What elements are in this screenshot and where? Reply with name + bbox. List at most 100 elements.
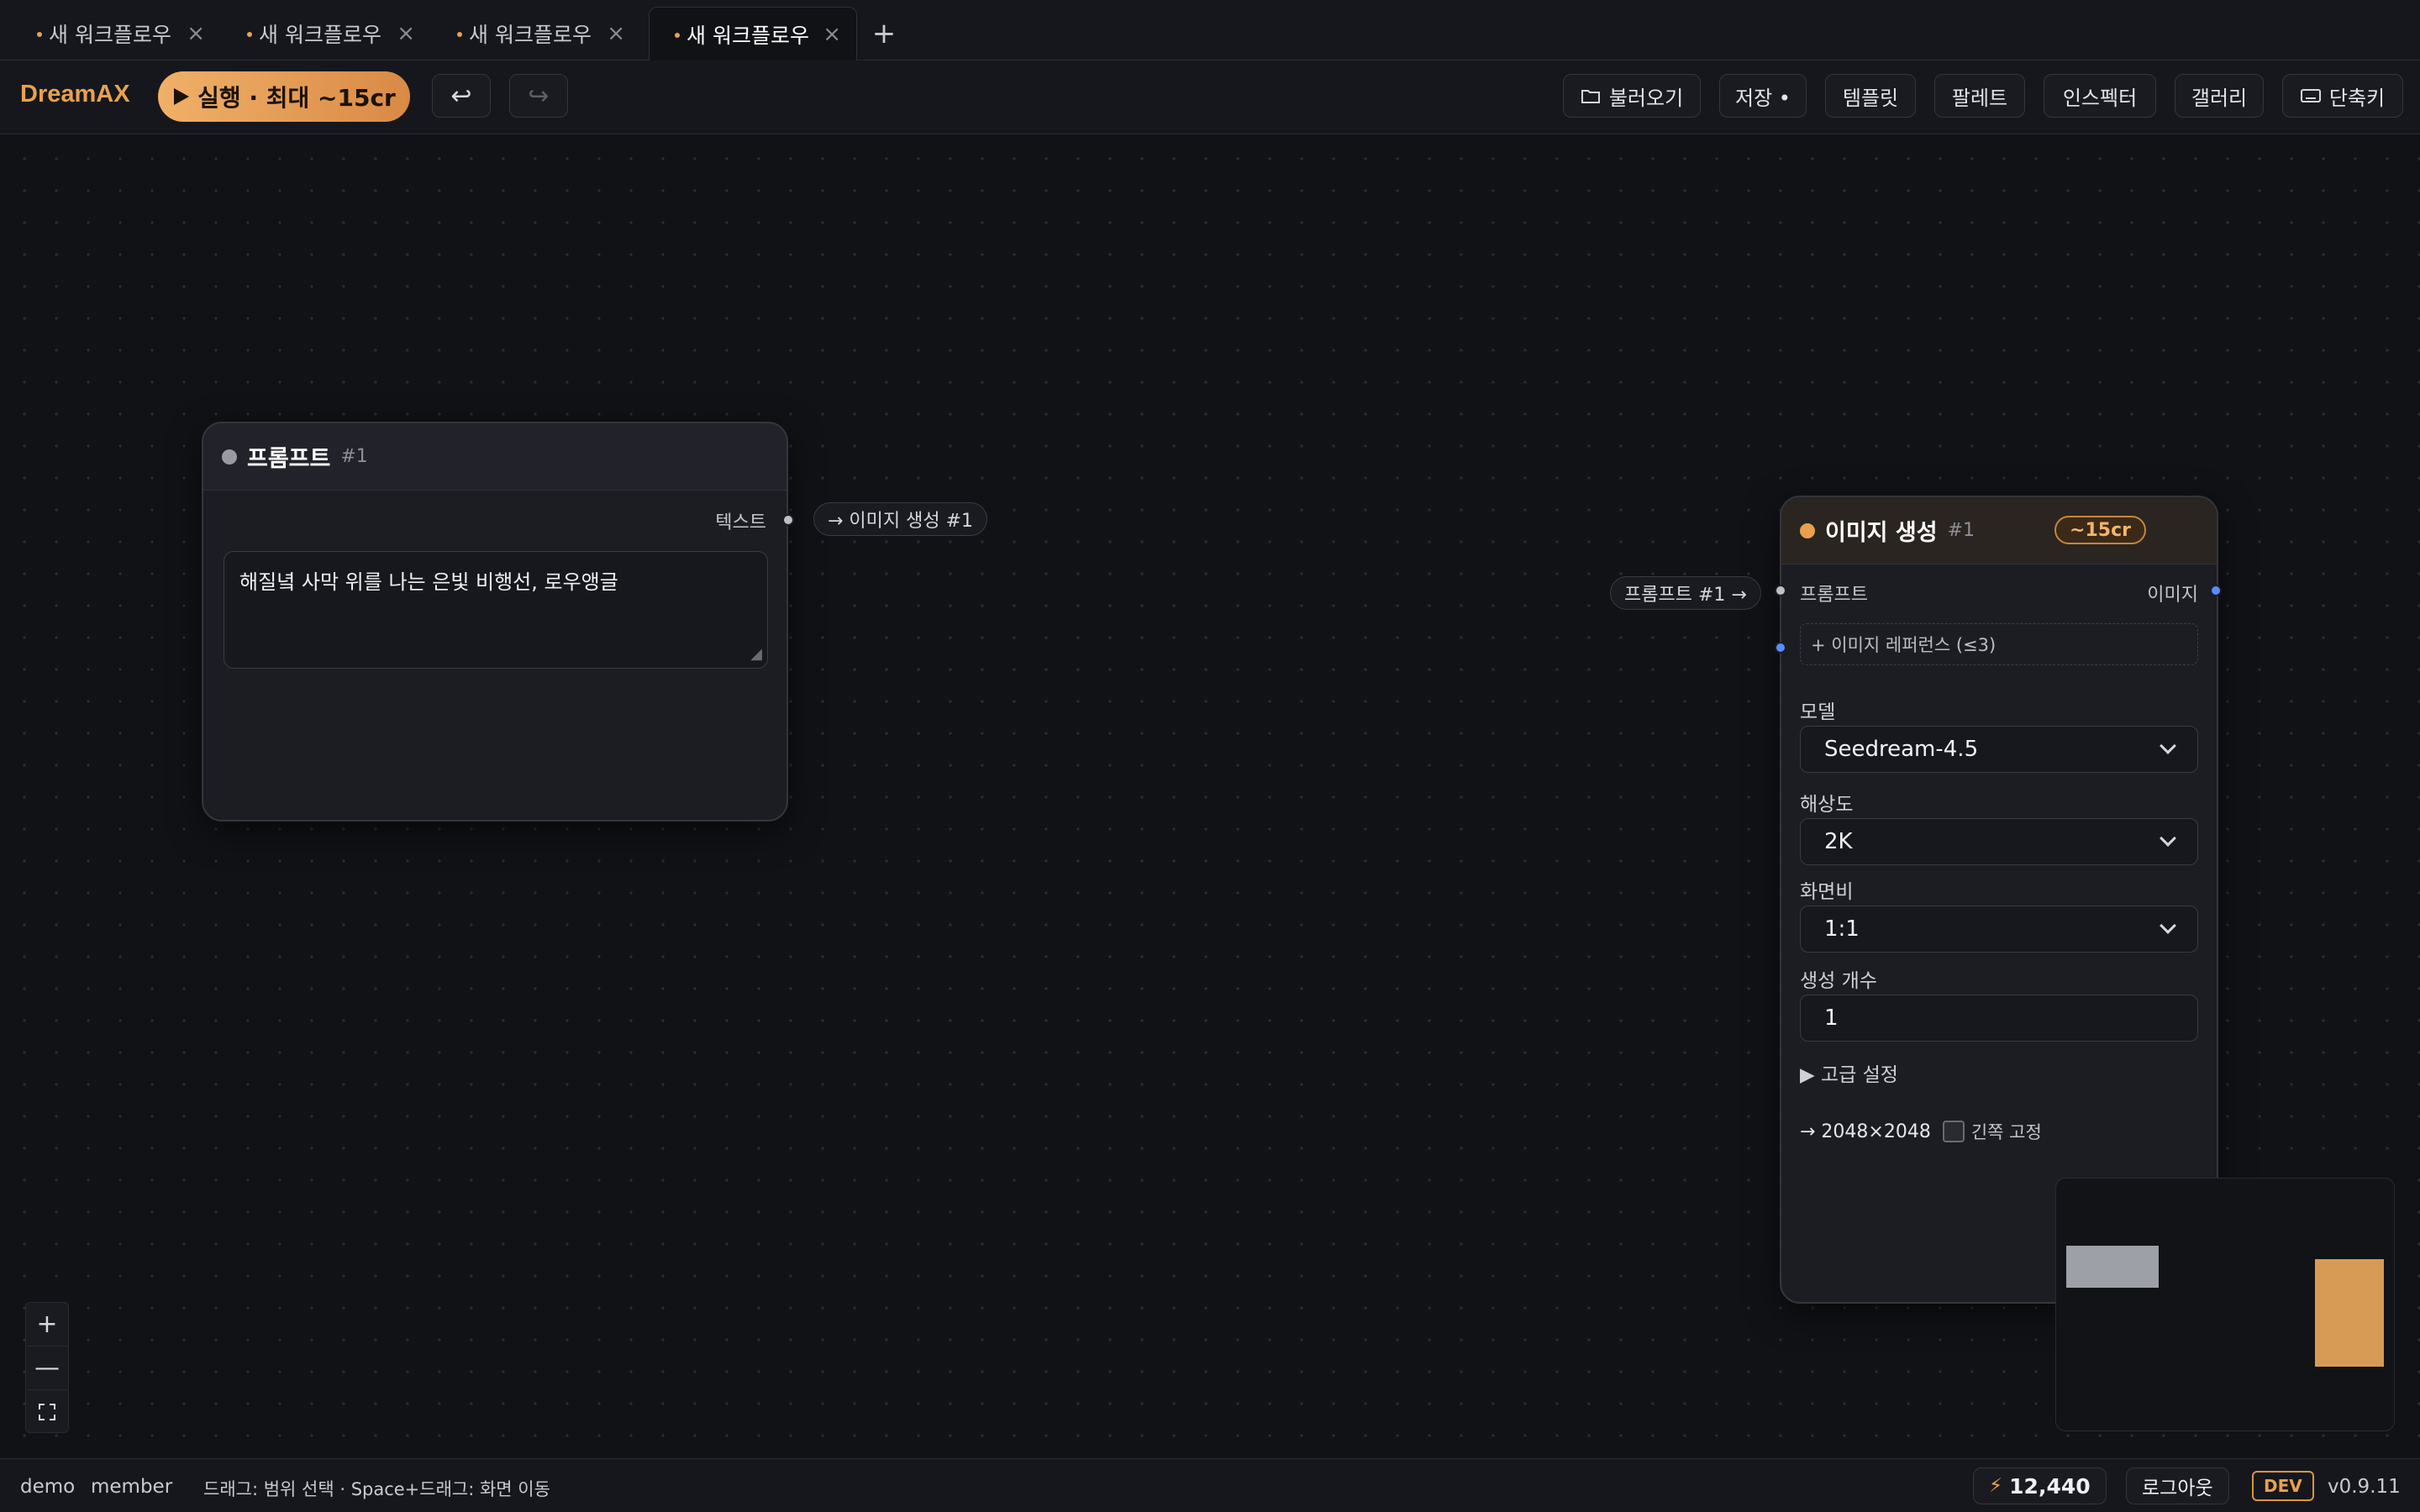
prompt-node-header[interactable]: 프롬프트 #1 <box>203 423 786 491</box>
run-button[interactable]: 실행 · 최대 ~15cr <box>158 71 410 122</box>
undo-button[interactable]: ↩ <box>432 74 491 118</box>
status-dot <box>1800 522 1815 538</box>
tab-workflow-3[interactable]: 새 워크플로우 × <box>432 7 640 60</box>
input-port-label: 프롬프트 <box>1800 585 1868 606</box>
palette-button[interactable]: 팔레트 <box>1934 74 2025 118</box>
new-tab-button[interactable]: + <box>871 17 897 50</box>
model-label: 모델 <box>1800 701 1836 723</box>
run-button-label: 실행 · 최대 ~15cr <box>197 84 396 112</box>
model-select[interactable]: Seedream-4.5 <box>1800 726 2198 773</box>
connection-chip[interactable]: → 이미지 생성 #1 <box>813 502 988 536</box>
undo-icon: ↩ <box>450 81 472 111</box>
username: demo <box>20 1476 76 1498</box>
cost-badge: ~15cr <box>2054 516 2146 544</box>
user-role: member <box>91 1476 173 1498</box>
zoom-out-button[interactable]: — <box>26 1347 68 1390</box>
prompt-text: 해질녘 사막 위를 나는 은빛 비행선, 로우앵글 <box>239 570 618 594</box>
node-id: #1 <box>1947 520 1975 541</box>
shortcuts-button[interactable]: 단축키 <box>2282 74 2403 118</box>
lock-long-side-label: 긴쪽 고정 <box>1970 1122 2042 1142</box>
fit-view-icon <box>39 1404 55 1420</box>
output-size-row: → 2048×2048 긴쪽 고정 <box>1800 1119 2042 1144</box>
prompt-node[interactable]: 프롬프트 #1 텍스트 해질녘 사막 위를 나는 은빛 비행선, 로우앵글 ◢ <box>202 422 794 822</box>
gallery-button[interactable]: 갤러리 <box>2175 74 2264 118</box>
aspect-ratio-value: 1:1 <box>1824 916 1860 942</box>
zoom-controls: + — <box>25 1302 69 1433</box>
tab-label: 새 워크플로우 <box>687 23 809 48</box>
unsaved-dot <box>457 32 462 37</box>
tab-label: 새 워크플로우 <box>469 23 592 47</box>
save-label: 저장 • <box>1735 86 1791 110</box>
lock-long-side[interactable]: 긴쪽 고정 <box>1942 1119 2042 1144</box>
prompt-input-port[interactable] <box>1775 585 1786 596</box>
node-title: 프롬프트 <box>247 446 331 472</box>
image-reference-dropzone[interactable]: + 이미지 레퍼런스 (≤3) <box>1800 623 2198 665</box>
resolution-label: 해상도 <box>1800 794 1854 816</box>
minimap-gen-node <box>2315 1259 2384 1367</box>
prompt-textarea[interactable]: 해질녘 사막 위를 나는 은빛 비행선, 로우앵글 ◢ <box>224 551 768 669</box>
tab-workflow-1[interactable]: 새 워크플로우 × <box>12 7 220 60</box>
lock-long-side-checkbox[interactable] <box>1942 1121 1965 1142</box>
gen-node-header[interactable]: 이미지 생성 #1 <box>1781 497 2217 564</box>
output-port-label: 텍스트 <box>715 512 766 533</box>
resolution-value: 2K <box>1824 829 1853 854</box>
redo-icon: ↪ <box>528 81 550 111</box>
output-size: → 2048×2048 <box>1800 1121 1931 1142</box>
inspector-button[interactable]: 인스펙터 <box>2044 74 2156 118</box>
count-input[interactable]: 1 <box>1800 995 2198 1042</box>
play-icon <box>174 88 190 105</box>
redo-button[interactable]: ↪ <box>509 74 568 118</box>
credits-display: ⚡ 12,440 <box>1973 1467 2107 1504</box>
close-icon[interactable]: × <box>607 21 625 46</box>
lightning-icon: ⚡ <box>1989 1475 2003 1497</box>
logout-button[interactable]: 로그아웃 <box>2126 1467 2229 1504</box>
close-icon[interactable]: × <box>187 21 205 46</box>
resolution-select[interactable]: 2K <box>1800 818 2198 865</box>
model-value: Seedream-4.5 <box>1824 737 1979 762</box>
chevron-down-icon <box>2160 830 2176 847</box>
tab-label: 새 워크플로우 <box>49 23 171 47</box>
count-value: 1 <box>1824 1005 1839 1031</box>
canvas-hint: 드래그: 범위 선택 · Space+드래그: 화면 이동 <box>203 1479 550 1499</box>
tab-workflow-2[interactable]: 새 워크플로우 × <box>222 7 430 60</box>
unsaved-dot <box>37 32 42 37</box>
minimap[interactable] <box>2055 1178 2395 1431</box>
resize-grip-icon[interactable]: ◢ <box>750 644 762 663</box>
zoom-in-button[interactable]: + <box>26 1303 68 1347</box>
env-badge: DEV <box>2252 1471 2314 1501</box>
node-id: #1 <box>340 446 368 467</box>
close-icon[interactable]: × <box>823 21 841 47</box>
shortcuts-label: 단축키 <box>2328 86 2386 110</box>
tab-workflow-4[interactable]: 새 워크플로우 × <box>649 7 857 60</box>
image-ref-input-port[interactable] <box>1775 642 1786 654</box>
templates-button[interactable]: 템플릿 <box>1825 74 1916 118</box>
palette-label: 팔레트 <box>1951 86 2008 110</box>
save-button[interactable]: 저장 • <box>1719 74 1807 118</box>
advanced-settings-toggle[interactable]: ▶ 고급 설정 <box>1800 1064 1898 1086</box>
output-port-label: 이미지 <box>2147 585 2198 606</box>
load-label: 불러오기 <box>1608 86 1684 110</box>
version: v0.9.11 <box>2328 1476 2401 1498</box>
image-generation-node[interactable]: 이미지 생성 #1 ~15cr 프롬프트 이미지 + 이미지 레퍼런스 (≤3)… <box>1775 496 2222 1304</box>
unsaved-dot <box>675 33 680 38</box>
load-button[interactable]: 불러오기 <box>1563 74 1701 118</box>
templates-label: 템플릿 <box>1842 86 1899 110</box>
close-icon[interactable]: × <box>397 21 415 46</box>
image-output-port[interactable] <box>2210 585 2222 596</box>
input-connection-chip[interactable]: 프롬프트 #1 → <box>1610 576 1761 610</box>
fit-view-button[interactable] <box>26 1390 68 1434</box>
gallery-label: 갤러리 <box>2191 86 2248 110</box>
workflow-canvas[interactable]: 프롬프트 #1 텍스트 해질녘 사막 위를 나는 은빛 비행선, 로우앵글 ◢ … <box>0 134 2420 1458</box>
toolbar: DreamAX 실행 · 최대 ~15cr ↩ ↪ 불러오기 저장 • 템플릿 … <box>0 60 2420 134</box>
status-dot <box>222 449 237 465</box>
aspect-ratio-label: 화면비 <box>1800 881 1854 903</box>
inspector-label: 인스펙터 <box>2062 86 2138 110</box>
credits-value: 12,440 <box>2009 1473 2091 1499</box>
logout-label: 로그아웃 <box>2142 1478 2213 1499</box>
chevron-down-icon <box>2160 917 2176 934</box>
count-label: 생성 개수 <box>1800 970 1877 992</box>
output-port[interactable] <box>782 514 794 526</box>
tab-bar: 새 워크플로우 × 새 워크플로우 × 새 워크플로우 × 새 워크플로우 × … <box>0 0 2420 60</box>
aspect-ratio-select[interactable]: 1:1 <box>1800 906 2198 953</box>
status-bar: demo member 드래그: 범위 선택 · Space+드래그: 화면 이… <box>0 1458 2420 1512</box>
